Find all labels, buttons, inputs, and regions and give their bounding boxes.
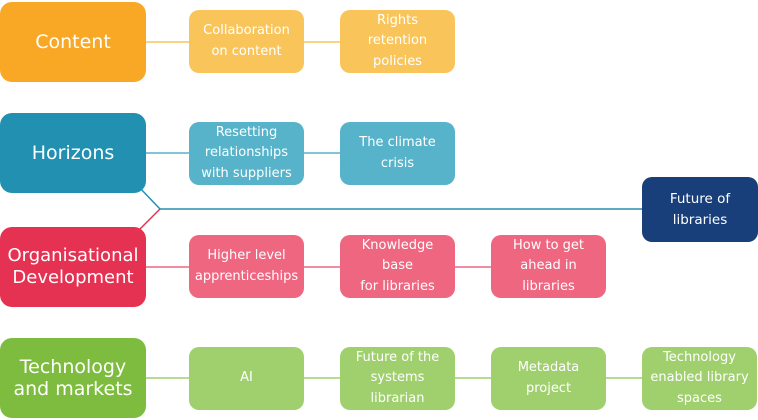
- theme-organisational-development: Organisational Development: [0, 227, 146, 307]
- link-development-to-future: [139, 208, 161, 230]
- theme-horizons: Horizons: [0, 113, 146, 193]
- item-future-of-the-systems-librarian: Future of the systems librarian: [340, 347, 455, 410]
- theme-technology-and-markets: Technology and markets: [0, 338, 146, 418]
- item-resetting-relationships-with-suppliers: Resetting relationships with suppliers: [189, 122, 304, 185]
- theme-content: Content: [0, 2, 146, 82]
- item-knowledge-base-for-libraries: Knowledge base for libraries: [340, 235, 455, 298]
- item-ai: AI: [189, 347, 304, 410]
- item-the-climate-crisis: The climate crisis: [340, 122, 455, 185]
- item-technology-enabled-library-spaces: Technology enabled library spaces: [642, 347, 757, 410]
- future-of-libraries-box: Future of libraries: [642, 177, 758, 242]
- item-rights-retention-policies: Rights retention policies: [340, 10, 455, 73]
- item-higher-level-apprenticeships: Higher level apprenticeships: [189, 235, 304, 298]
- item-how-to-get-ahead-in-libraries: How to get ahead in libraries: [491, 235, 606, 298]
- item-collaboration-on-content: Collaboration on content: [189, 10, 304, 73]
- item-metadata-project: Metadata project: [491, 347, 606, 410]
